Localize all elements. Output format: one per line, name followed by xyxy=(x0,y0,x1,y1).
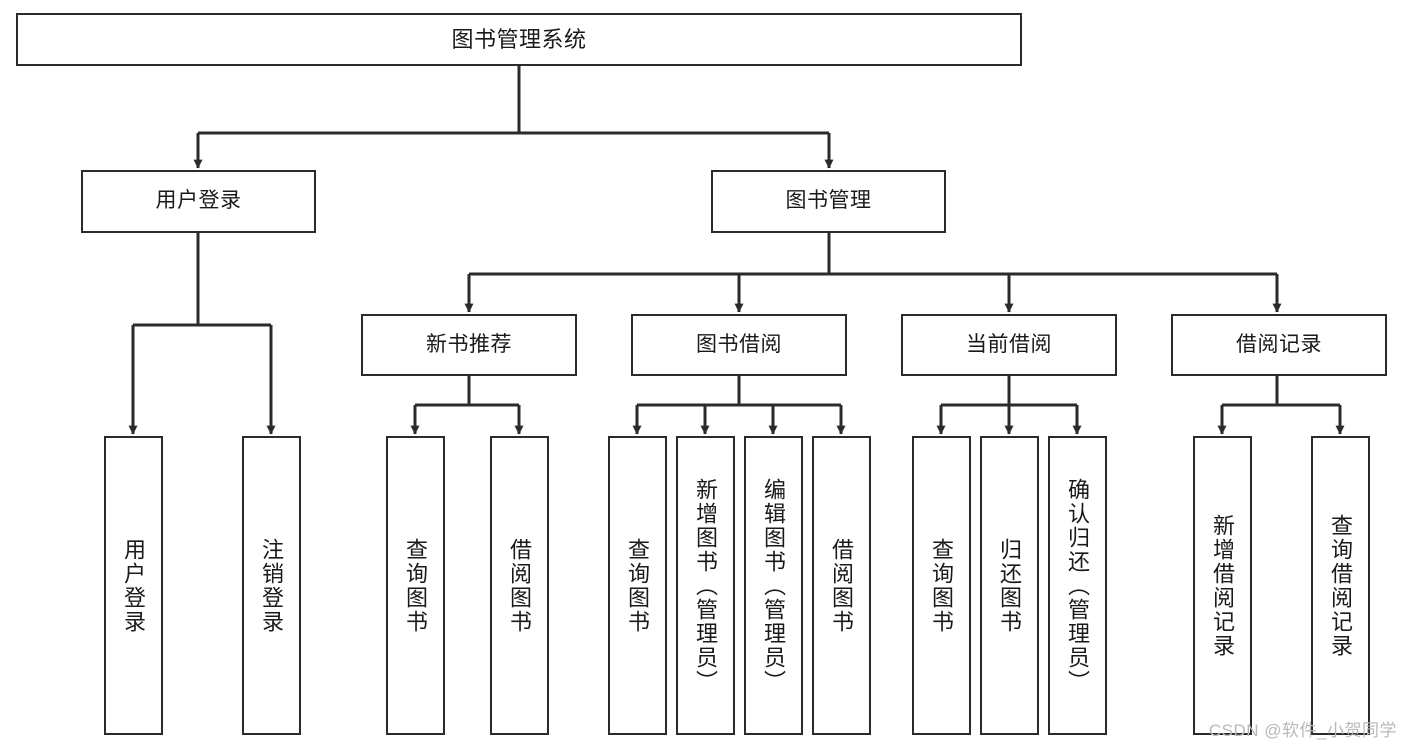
node-label: 查询借阅记录 xyxy=(1328,513,1354,658)
node-label: 图书管理系统 xyxy=(451,26,587,52)
node-leaf-borrow-book-2[interactable]: 借阅图书 xyxy=(812,436,871,735)
node-leaf-query-book-2[interactable]: 查询图书 xyxy=(608,436,667,735)
node-leaf-confirm-return[interactable]: 确认归还（管理员） xyxy=(1048,436,1107,735)
node-label: 图书借阅 xyxy=(696,332,782,356)
node-leaf-edit-book[interactable]: 编辑图书（管理员） xyxy=(744,436,803,735)
node-current-borrow[interactable]: 当前借阅 xyxy=(901,314,1117,376)
node-leaf-query-record[interactable]: 查询借阅记录 xyxy=(1311,436,1370,735)
node-user-login[interactable]: 用户登录 xyxy=(81,170,316,233)
node-leaf-add-record[interactable]: 新增借阅记录 xyxy=(1193,436,1252,735)
node-borrow-record[interactable]: 借阅记录 xyxy=(1171,314,1387,376)
node-leaf-logout[interactable]: 注销登录 xyxy=(242,436,301,735)
node-label: 借阅图书 xyxy=(829,537,855,634)
node-label: 查询图书 xyxy=(929,537,955,634)
node-label: 新书推荐 xyxy=(426,332,512,356)
node-label: 新增借阅记录 xyxy=(1210,513,1236,658)
node-label: 查询图书 xyxy=(403,537,429,634)
node-label: 当前借阅 xyxy=(966,332,1052,356)
node-label: 用户登录 xyxy=(121,537,147,634)
node-label: 图书管理 xyxy=(785,189,872,213)
node-label: 新增图书（管理员） xyxy=(693,477,719,694)
node-label: 注销登录 xyxy=(259,537,285,634)
node-leaf-return-book[interactable]: 归还图书 xyxy=(980,436,1039,735)
node-new-book-recommend[interactable]: 新书推荐 xyxy=(361,314,577,376)
node-book-management[interactable]: 图书管理 xyxy=(711,170,946,233)
node-leaf-borrow-book-1[interactable]: 借阅图书 xyxy=(490,436,549,735)
node-label: 编辑图书（管理员） xyxy=(761,477,787,694)
node-root-system[interactable]: 图书管理系统 xyxy=(16,13,1022,66)
node-leaf-user-login[interactable]: 用户登录 xyxy=(104,436,163,735)
node-leaf-add-book[interactable]: 新增图书（管理员） xyxy=(676,436,735,735)
node-label: 借阅图书 xyxy=(507,537,533,634)
node-label: 确认归还（管理员） xyxy=(1065,477,1091,694)
node-book-borrow[interactable]: 图书借阅 xyxy=(631,314,847,376)
node-label: 用户登录 xyxy=(155,189,242,213)
node-leaf-query-book-1[interactable]: 查询图书 xyxy=(386,436,445,735)
node-label: 借阅记录 xyxy=(1236,332,1322,356)
node-leaf-query-book-3[interactable]: 查询图书 xyxy=(912,436,971,735)
node-label: 归还图书 xyxy=(997,537,1023,634)
node-label: 查询图书 xyxy=(625,537,651,634)
